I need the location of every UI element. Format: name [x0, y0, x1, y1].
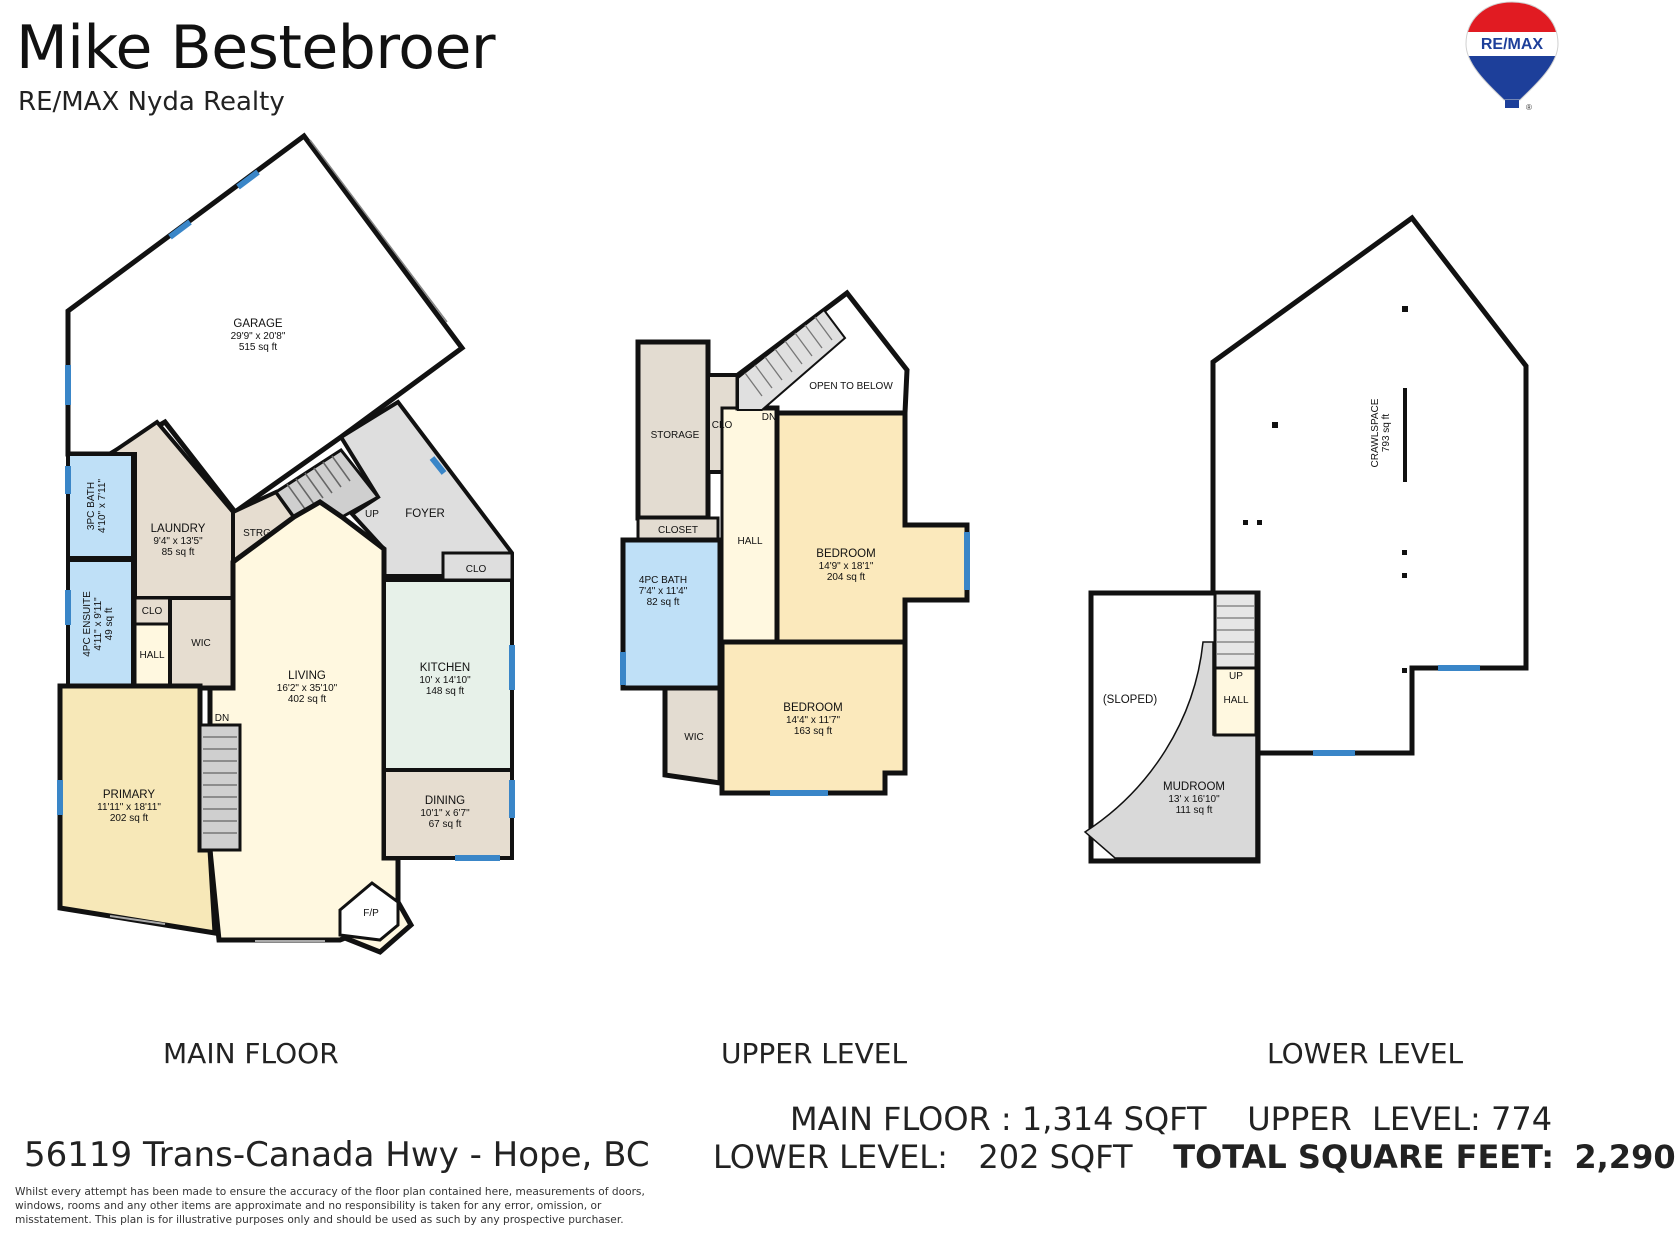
primary-area: 202 sq ft: [110, 813, 149, 824]
lower-hall-room: [1213, 666, 1258, 737]
bedroom-one-area: 204 sq ft: [827, 572, 866, 583]
garage-dims: 29'9" x 20'8": [231, 331, 286, 342]
primary-dims: 11'11" x 18'11": [97, 802, 161, 813]
main-hall-label: HALL: [139, 650, 164, 661]
strg-label: STRG: [243, 528, 271, 539]
main-floor-windows: [57, 169, 515, 861]
ensuite-label: 4PC ENSUITE: [82, 591, 93, 657]
main-floor-plan: [57, 132, 515, 955]
upper-storage-label: STORAGE: [651, 430, 700, 441]
main-stair-down: [198, 723, 242, 852]
laundry-dims: 9'4" x 13'5": [153, 536, 203, 547]
sqft-main-upper-line: MAIN FLOOR : 1,314 SQFT UPPER LEVEL: 774: [790, 1100, 1552, 1138]
upper-hall-room: [720, 406, 779, 644]
living-label: LIVING: [288, 670, 326, 682]
upper-stair: [737, 308, 847, 411]
remax-balloon-logo: RE/MAX ®: [1465, 1, 1559, 112]
sqft-total-value: 2,290: [1574, 1138, 1676, 1176]
living-room: [200, 499, 415, 955]
three-piece-bath-dims: 4'10" x 7'11": [97, 479, 108, 534]
sqft-main-label: MAIN FLOOR : 1,314 SQFT: [790, 1100, 1207, 1138]
living-dims: 16'2" x 35'10": [277, 683, 338, 694]
brokerage-name: RE/MAX Nyda Realty: [18, 87, 285, 117]
sqft-lower-total-line: LOWER LEVEL: 202 SQFT TOTAL SQUARE FEET:…: [713, 1138, 1676, 1176]
lower-hall-label: HALL: [1223, 695, 1248, 706]
primary-label: PRIMARY: [103, 789, 156, 801]
upper-closet-label: CLOSET: [658, 525, 698, 536]
main-floor-caption: MAIN FLOOR: [163, 1037, 339, 1070]
logo-text: RE/MAX: [1481, 36, 1544, 53]
living-area: 402 sq ft: [288, 694, 327, 705]
upper-level-caption: UPPER LEVEL: [721, 1037, 908, 1070]
three-piece-bath-label: 3PC BATH: [86, 482, 97, 530]
sqft-total-label: TOTAL SQUARE FEET:: [1173, 1138, 1555, 1176]
mudroom-label: MUDROOM: [1163, 781, 1225, 793]
ensuite-area: 49 sq ft: [104, 607, 115, 640]
lower-level-windows: [1313, 665, 1480, 756]
upper-wic-label: WIC: [684, 732, 703, 743]
kitchen-dims: 10' x 14'10": [419, 675, 471, 686]
foyer-label: FOYER: [405, 508, 445, 520]
agent-name: Mike Bestebroer: [16, 13, 496, 83]
kitchen-label: KITCHEN: [420, 662, 470, 674]
upper-hall-label: HALL: [737, 536, 762, 547]
bedroom-one-label: BEDROOM: [816, 548, 875, 560]
disclaimer-text: Whilst every attempt has been made to en…: [15, 1186, 645, 1226]
upper-bedroom-two: [719, 639, 908, 796]
bedroom-two-area: 163 sq ft: [794, 726, 833, 737]
laundry-closet: [133, 596, 172, 626]
ensuite-dims: 4'11" x 9'11": [93, 597, 104, 651]
wic-label: WIC: [191, 638, 210, 649]
laundry-closet-label: CLO: [142, 606, 163, 617]
stair-down-label: DN: [215, 713, 229, 724]
mudroom-dims: 13' x 16'10": [1168, 794, 1220, 805]
sqft-upper-label: UPPER LEVEL: 774: [1247, 1100, 1553, 1138]
upper-level-plan: [620, 289, 970, 796]
upper-bath-room: [620, 537, 723, 691]
upper-bath-area: 82 sq ft: [647, 597, 680, 608]
bedroom-one-dims: 14'9" x 18'1": [819, 561, 874, 572]
main-hall-room: [133, 622, 172, 690]
crawlspace-area: 793 sq ft: [1381, 414, 1392, 453]
upper-clo-label: CLO: [712, 420, 733, 431]
lower-stair-up-label: UP: [1229, 671, 1243, 682]
dining-dims: 10'1" x 6'7": [420, 808, 470, 819]
laundry-area: 85 sq ft: [162, 547, 195, 558]
garage-label: GARAGE: [233, 318, 283, 330]
lower-level-caption: LOWER LEVEL: [1267, 1037, 1464, 1070]
logo-registered-mark: ®: [1526, 103, 1532, 112]
sloped-label: (SLOPED): [1103, 694, 1157, 706]
lower-level-plan: [1083, 214, 1529, 864]
floor-plan-drawing: GARAGE 29'9" x 20'8" 515 sq ft LAUNDRY 9…: [57, 132, 1529, 955]
laundry-label: LAUNDRY: [151, 523, 206, 535]
dining-label: DINING: [425, 795, 465, 807]
bedroom-two-label: BEDROOM: [783, 702, 842, 714]
mudroom-area: 111 sq ft: [1176, 805, 1213, 816]
sqft-lower-label: LOWER LEVEL: 202 SQFT: [713, 1138, 1133, 1176]
fireplace: [338, 881, 400, 942]
upper-bedroom-one: [774, 410, 970, 645]
open-to-below-label: OPEN TO BELOW: [809, 381, 893, 392]
fireplace-label: F/P: [363, 908, 379, 919]
mudroom-room: [1083, 641, 1257, 859]
upper-level-windows: [620, 532, 970, 796]
upper-bath-label: 4PC BATH: [639, 575, 687, 586]
stair-up-label: UP: [365, 509, 379, 520]
kitchen-area: 148 sq ft: [426, 686, 465, 697]
property-address: 56119 Trans-Canada Hwy - Hope, BC: [24, 1135, 650, 1175]
three-piece-bath-room: [66, 452, 135, 560]
upper-storage-room: [635, 339, 711, 521]
dining-area: 67 sq ft: [429, 819, 462, 830]
foyer-closet: [441, 551, 514, 582]
upper-bath-dims: 7'4" x 11'4": [639, 586, 688, 597]
garage-area: 515 sq ft: [239, 342, 278, 353]
bedroom-two-dims: 14'4" x 11'7": [786, 715, 841, 726]
foyer-closet-label: CLO: [466, 564, 487, 575]
upper-stair-down-label: DN: [762, 412, 776, 423]
crawlspace-label: CRAWLSPACE: [1370, 398, 1381, 467]
